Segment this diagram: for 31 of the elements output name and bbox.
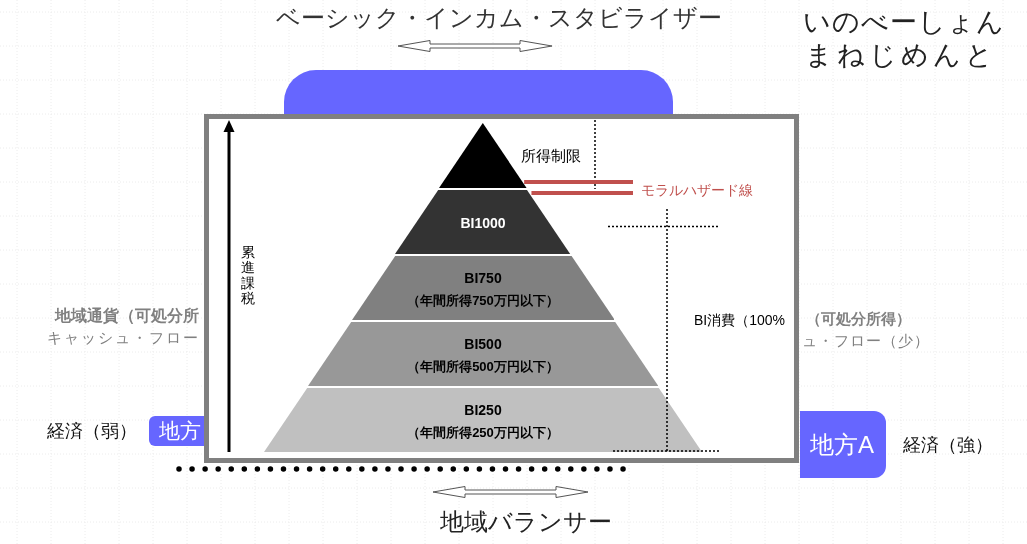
rounded-banner bbox=[284, 70, 673, 114]
heading: ベーシック・インカム・スタビライザー bbox=[276, 3, 722, 33]
inset-panel bbox=[204, 114, 799, 463]
region-label: 地方 bbox=[159, 419, 201, 443]
consumption-label: BI消費（100% bbox=[694, 311, 786, 329]
currency-label: 地域通貨（可処分所 bbox=[55, 306, 199, 326]
pyramid-tier bbox=[395, 189, 571, 255]
region-box bbox=[149, 416, 204, 446]
currency-label: （可処分所得） bbox=[806, 309, 911, 329]
region-label: 地方A bbox=[810, 430, 874, 459]
pyramid-tier bbox=[264, 387, 702, 453]
tier-label: BI1000 bbox=[460, 215, 506, 232]
tier-caption: （年間所得750万円以下） bbox=[407, 293, 559, 309]
limit-label: 所得制限 bbox=[521, 146, 581, 166]
tier-label: BI750 bbox=[464, 270, 502, 287]
tier-caption: （年間所得500万円以下） bbox=[407, 359, 559, 375]
economy-label: 経済（強） bbox=[903, 434, 993, 457]
economy-label: 経済（弱） bbox=[47, 420, 137, 443]
region-box bbox=[800, 411, 886, 478]
cashflow-label: キャッシュ・フロー bbox=[47, 328, 200, 348]
tier-label: BI500 bbox=[464, 336, 502, 353]
handwritten-note: まねじめんと bbox=[805, 39, 997, 71]
balancer-label: 地域バランサー bbox=[440, 508, 612, 536]
cashflow-label: ュ・フロー（少） bbox=[802, 331, 930, 351]
tier-label: BI250 bbox=[464, 402, 502, 419]
tier-caption: （年間所得250万円以下） bbox=[407, 425, 559, 441]
pyramid-tier bbox=[307, 321, 659, 387]
vertical-label: 累進課税 bbox=[241, 245, 255, 307]
hazard-label: モラルハザード線 bbox=[641, 181, 753, 199]
handwritten-note: いのべーしょん bbox=[803, 6, 1005, 38]
pyramid-tier bbox=[351, 255, 615, 321]
